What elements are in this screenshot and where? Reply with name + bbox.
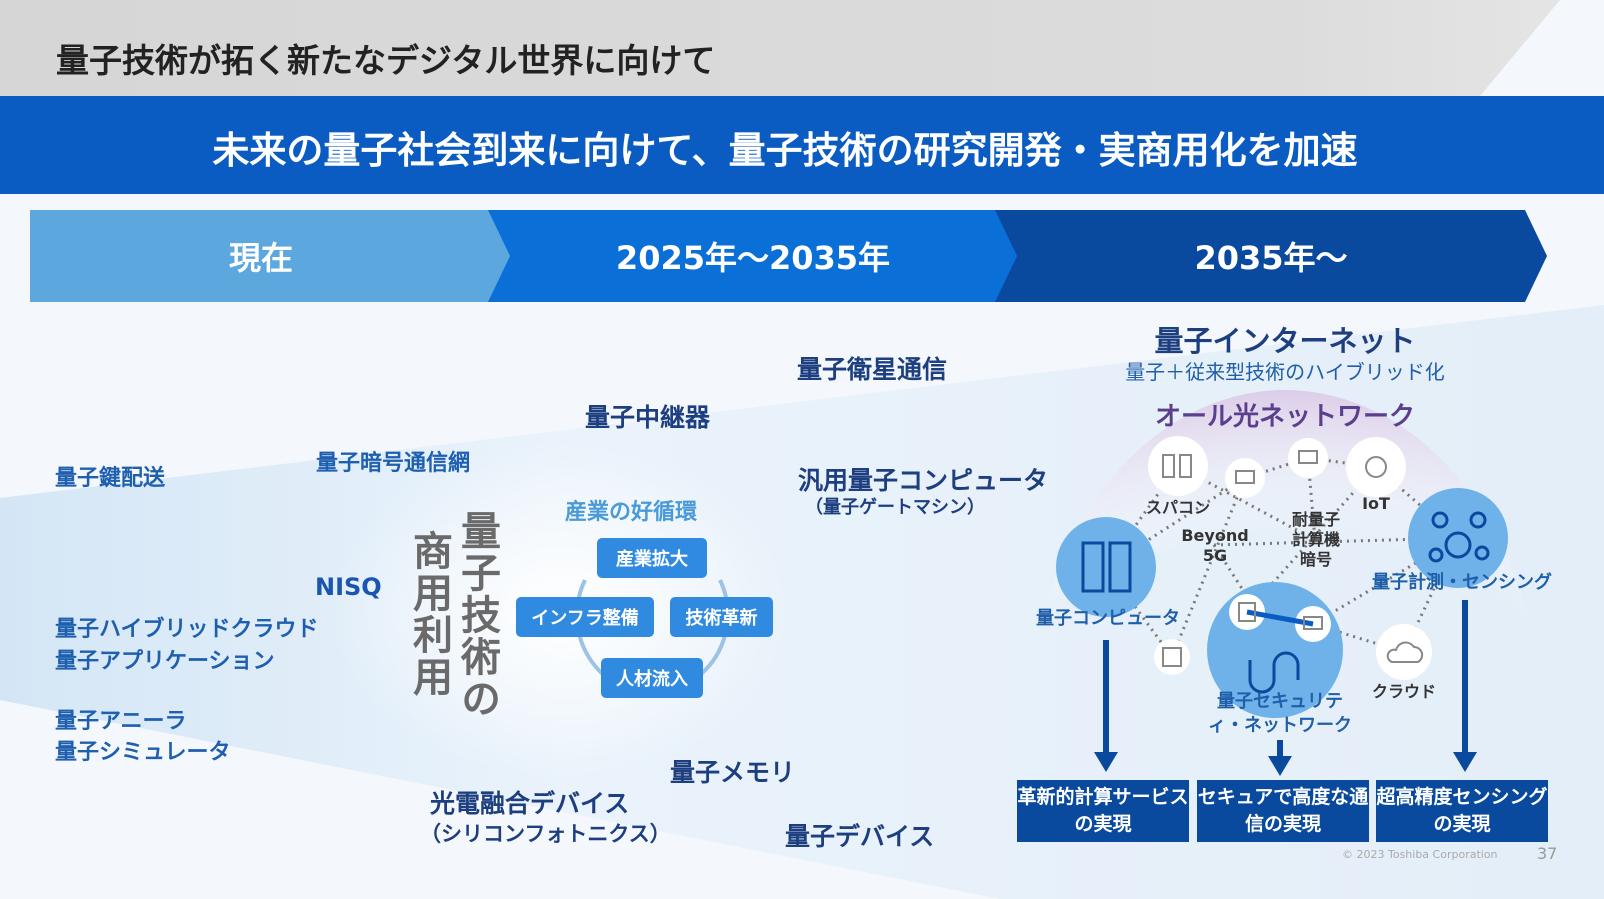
- label-hybrid-cloud: 量子ハイブリッドクラウド: [55, 617, 319, 642]
- node-quantum-computer: 量子コンピュータ: [1036, 608, 1180, 629]
- subtitle-band: [0, 96, 1604, 194]
- label-qkd: 量子鍵配送: [55, 466, 166, 491]
- label-photonic: 光電融合デバイス: [430, 789, 630, 818]
- dome-title: オール光ネットワーク: [1154, 402, 1415, 432]
- vertical-text-1: 量子技術の: [454, 510, 500, 720]
- node-supercomputer: スパコン: [1145, 498, 1210, 517]
- title-band: [0, 0, 1560, 96]
- label-satellite: 量子衛星通信: [797, 355, 948, 384]
- timeline-now: 現在: [30, 210, 512, 302]
- node-cloud: クラウド: [1371, 682, 1436, 701]
- cycle-item-talent: 人材流入: [601, 658, 703, 698]
- label-annealer: 量子アニーラ: [55, 709, 187, 734]
- result-sensing: 超高精度センシングの実現: [1376, 780, 1548, 842]
- label-photonic-sub: （シリコンフォトニクス）: [420, 822, 671, 846]
- cycle-item-innovation: 技術革新: [670, 597, 773, 637]
- label-general-qc: 汎用量子コンピュータ: [798, 466, 1049, 495]
- label-general-qc-sub: （量子ゲートマシン）: [805, 497, 985, 518]
- result-computing: 革新的計算サービスの実現: [1017, 780, 1189, 842]
- cycle-item-industry: 産業拡大: [597, 538, 707, 578]
- node-pqc: 耐量子計算機暗号: [1291, 510, 1340, 569]
- slide-title: 量子技術が拓く新たなデジタル世界に向けて: [56, 41, 716, 80]
- sensing-circle: [1408, 488, 1508, 588]
- timeline-2025-2035: 2025年〜2035年: [488, 210, 1018, 302]
- result-communication: セキュアで高度な通信の実現: [1197, 780, 1369, 842]
- vertical-text-2: 商用利用: [406, 530, 452, 698]
- slide-subtitle: 未来の量子社会到来に向けて、量子技術の研究開発・実商用化を加速: [212, 129, 1358, 172]
- cycle-title: 産業の好循環: [565, 500, 698, 525]
- label-memory: 量子メモリ: [670, 758, 796, 787]
- network-subtitle: 量子＋従来型技術のハイブリッド化: [1125, 360, 1445, 384]
- cycle-item-infra: インフラ整備: [516, 597, 654, 637]
- network-title: 量子インターネット: [1154, 324, 1416, 358]
- node-iot: IoT: [1362, 494, 1390, 513]
- timeline-2035: 2035年〜: [995, 210, 1547, 302]
- label-application: 量子アプリケーション: [55, 649, 275, 674]
- page-number: 37: [1537, 844, 1558, 863]
- label-nisq: NISQ: [315, 573, 382, 601]
- node-security: 量子セキュリティ・ネットワーク: [1208, 691, 1352, 736]
- label-simulator: 量子シミュレータ: [55, 740, 231, 765]
- label-repeater: 量子中継器: [585, 403, 711, 432]
- node-beyond5g: Beyond 5G: [1181, 526, 1249, 565]
- node-sensing: 量子計測・センシング: [1372, 572, 1552, 593]
- copyright: © 2023 Toshiba Corporation: [1342, 848, 1498, 861]
- label-device: 量子デバイス: [785, 822, 935, 851]
- label-crypto-network: 量子暗号通信網: [316, 451, 471, 476]
- quantum-computer-circle: [1056, 517, 1156, 617]
